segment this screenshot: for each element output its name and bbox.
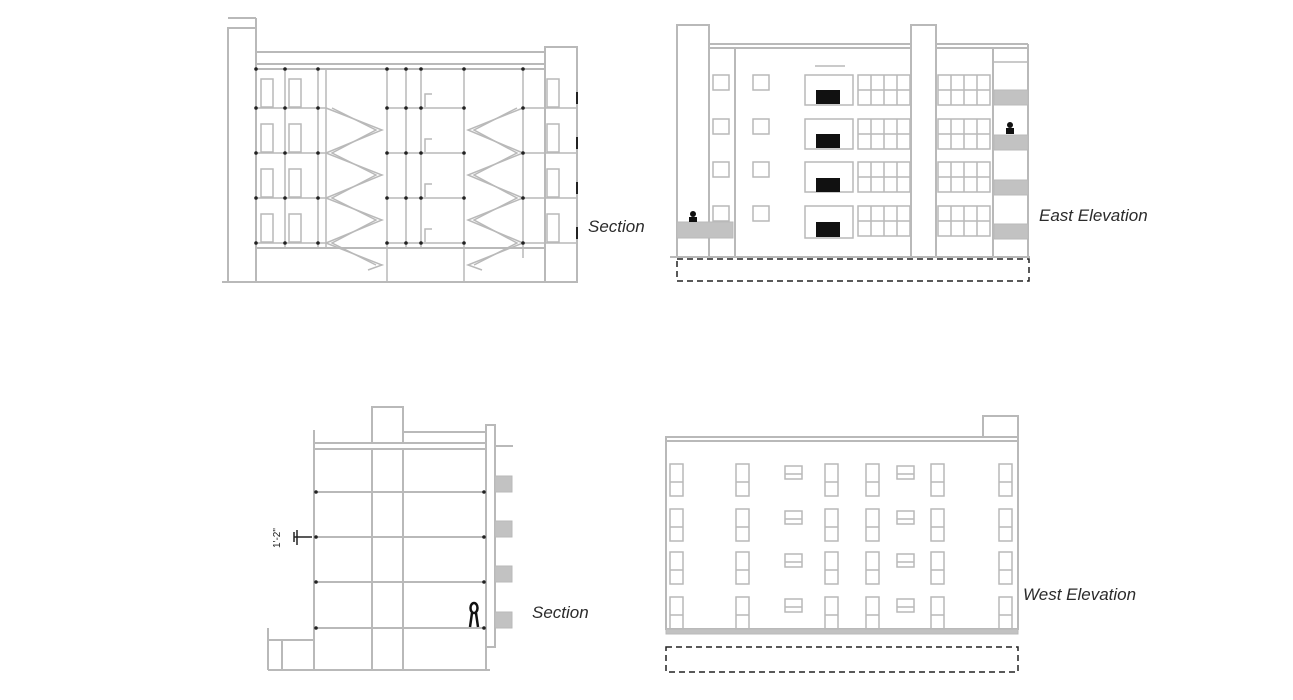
window-tall bbox=[930, 596, 945, 630]
window-tall bbox=[865, 463, 880, 497]
window-small bbox=[896, 598, 915, 613]
window-tall bbox=[998, 508, 1013, 542]
window-small bbox=[784, 598, 803, 613]
window-small bbox=[784, 553, 803, 568]
window-tall bbox=[824, 596, 839, 630]
person-figure-icon bbox=[468, 601, 480, 628]
window-tall bbox=[735, 463, 750, 497]
section-drawing-bottom bbox=[267, 406, 513, 671]
balcony-doors bbox=[804, 65, 854, 239]
window-small bbox=[784, 465, 803, 480]
section-drawing-top bbox=[222, 17, 578, 283]
window-tall bbox=[735, 508, 750, 542]
west-elevation-label: West Elevation bbox=[1023, 585, 1137, 604]
window-tall bbox=[865, 508, 880, 542]
window-tall bbox=[998, 463, 1013, 497]
section-label-top: Section bbox=[588, 217, 645, 236]
window-tall bbox=[669, 463, 684, 497]
window-tall bbox=[998, 551, 1013, 585]
window-tall bbox=[930, 551, 945, 585]
person-figure-icon bbox=[1006, 122, 1014, 134]
window-tall bbox=[930, 463, 945, 497]
section-label-bottom: Section bbox=[532, 603, 589, 622]
window-tall bbox=[865, 551, 880, 585]
column-joints bbox=[254, 67, 525, 245]
window-small bbox=[784, 510, 803, 525]
window-small bbox=[896, 465, 915, 480]
person-figure-icon bbox=[689, 211, 697, 222]
window-tall bbox=[735, 551, 750, 585]
window-small bbox=[896, 553, 915, 568]
dimension-label: 1'-2" bbox=[272, 528, 283, 548]
east-elevation-drawing bbox=[670, 24, 1030, 282]
window-tall bbox=[998, 596, 1013, 630]
window-small bbox=[896, 510, 915, 525]
dimension-mark bbox=[293, 530, 312, 545]
window-grid bbox=[669, 463, 1013, 630]
west-elevation-drawing bbox=[665, 415, 1019, 673]
window-tall bbox=[669, 596, 684, 630]
window-tall bbox=[865, 596, 880, 630]
window-tall bbox=[669, 508, 684, 542]
window-tall bbox=[735, 596, 750, 630]
east-elevation-label: East Elevation bbox=[1039, 206, 1148, 225]
window-tall bbox=[824, 551, 839, 585]
window-tall bbox=[930, 508, 945, 542]
window-tall bbox=[824, 508, 839, 542]
window-tall bbox=[669, 551, 684, 585]
window-tall bbox=[824, 463, 839, 497]
